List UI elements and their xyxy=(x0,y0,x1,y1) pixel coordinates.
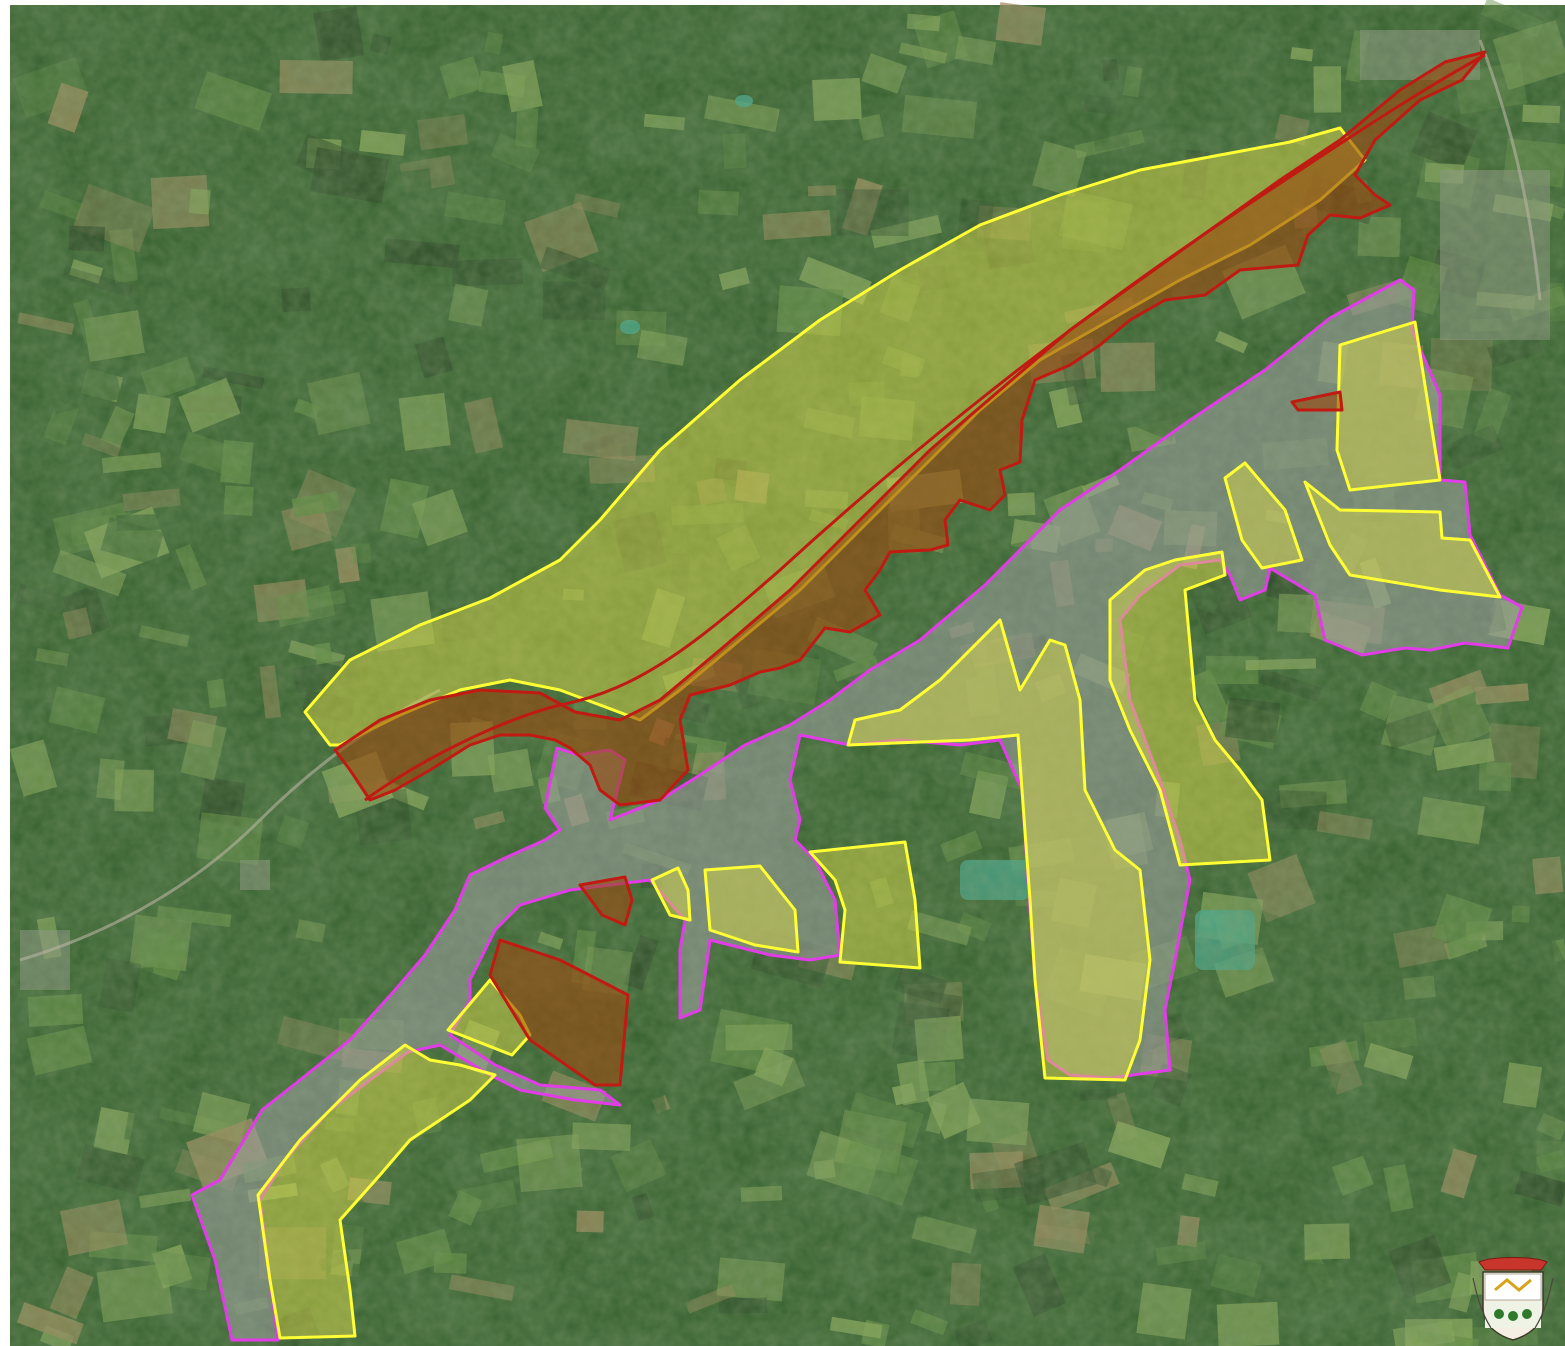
restricted-zones-layer xyxy=(333,50,1487,1087)
road-northeast xyxy=(1478,39,1542,301)
river-centerline xyxy=(364,53,1486,802)
restricted-zone-south-large[interactable] xyxy=(488,938,630,1087)
restricted-zone-east-strip[interactable] xyxy=(1290,390,1344,412)
expansion-zone-center-block-a[interactable] xyxy=(808,840,922,970)
restricted-zone-south-small[interactable] xyxy=(578,875,634,927)
expansion-zone-center-sliver[interactable] xyxy=(650,866,692,922)
expansion-zone-center-block-b[interactable] xyxy=(703,864,800,954)
expansion-zone-east-lower[interactable] xyxy=(1303,480,1502,599)
expansion-zone-east-top[interactable] xyxy=(1335,320,1442,492)
expansion-zones-layer xyxy=(256,126,1502,1340)
expansion-zone-central-long[interactable] xyxy=(846,618,1152,1082)
expansion-zone-southwest-large[interactable] xyxy=(256,1043,497,1340)
expansion-zone-east-middle[interactable] xyxy=(1223,461,1304,570)
expansion-zone-central-north[interactable] xyxy=(1108,550,1272,867)
municipal-coat-of-arms-icon xyxy=(1472,1257,1554,1341)
